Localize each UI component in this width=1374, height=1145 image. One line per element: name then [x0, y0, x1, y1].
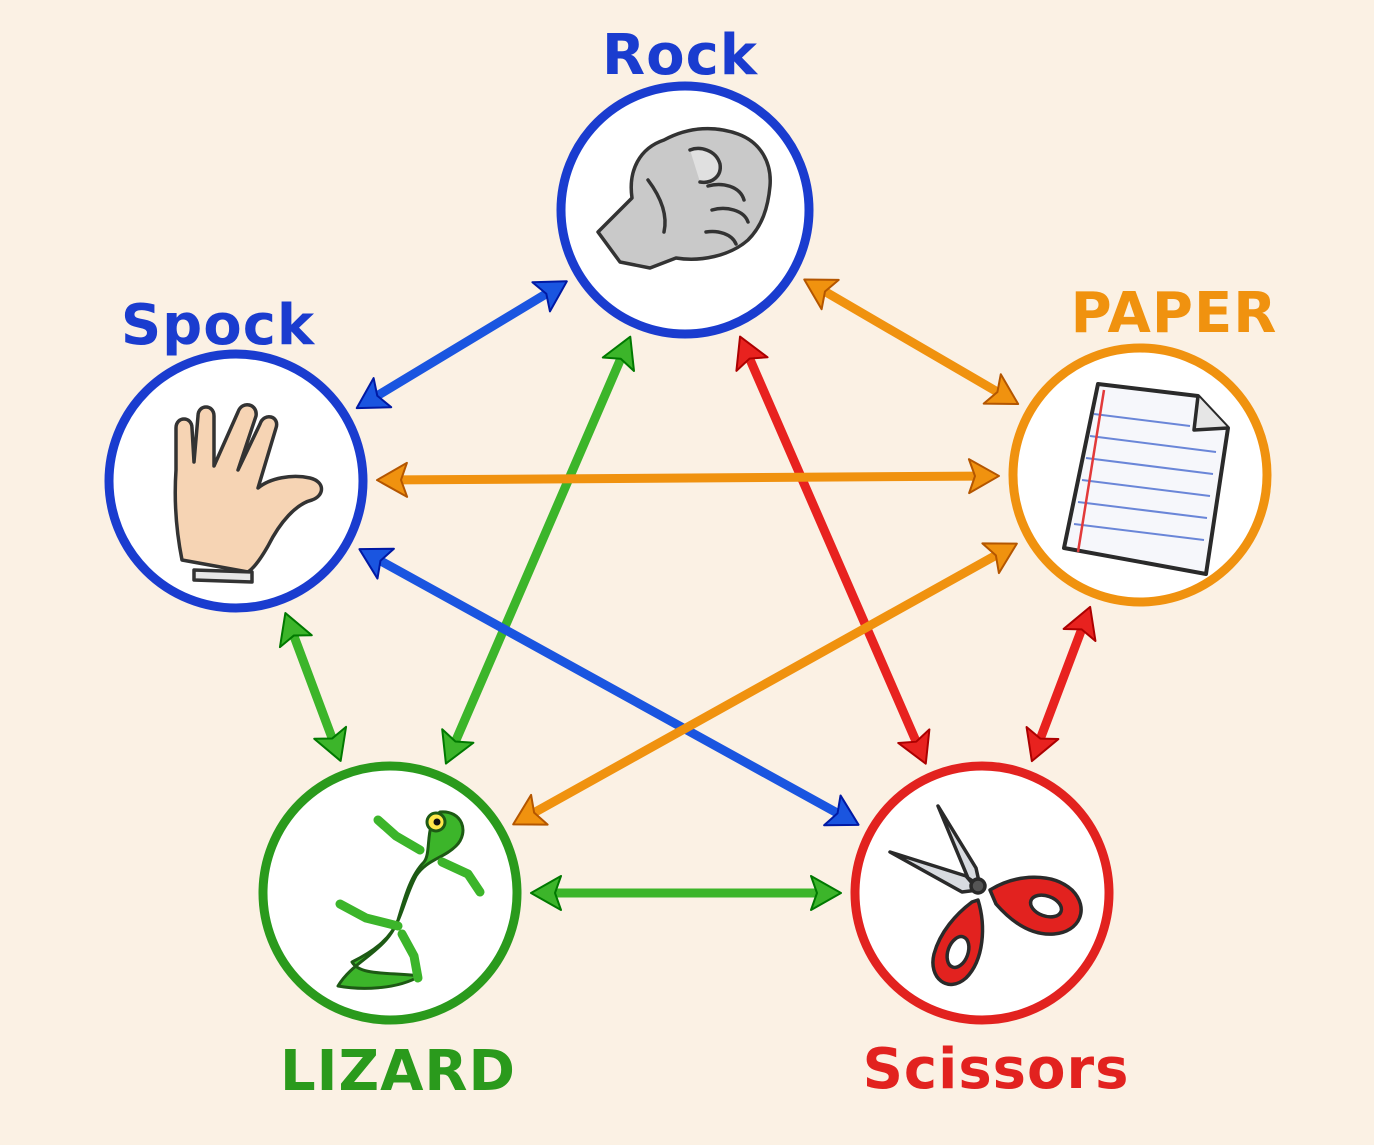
- node-rock: [556, 81, 814, 339]
- edges-layer: [278, 278, 1097, 911]
- arrow-rock-paper: [803, 278, 1020, 406]
- node-paper: [1008, 343, 1272, 607]
- node-label-rock: Rock: [602, 23, 759, 88]
- lizard-icon: [335, 810, 485, 990]
- arrow-rock-spock: [355, 280, 568, 410]
- arrow-spock-lizard: [278, 612, 348, 762]
- node-label-paper: PAPER: [1071, 281, 1278, 346]
- arrow-rock-lizard: [441, 335, 635, 765]
- vulcan-salute-icon: [173, 403, 324, 584]
- node-label-spock: Spock: [121, 293, 316, 358]
- arrow-paper-lizard: [512, 542, 1018, 826]
- fist-icon: [596, 126, 772, 270]
- paper-sheet-icon: [1062, 382, 1230, 576]
- arrow-paper-scissors: [1025, 605, 1097, 763]
- arrow-spock-scissors: [358, 547, 860, 827]
- node-label-lizard: LIZARD: [280, 1039, 516, 1104]
- arrow-lizard-scissors: [530, 875, 842, 911]
- node-label-scissors: Scissors: [863, 1037, 1130, 1102]
- node-spock: [104, 349, 368, 613]
- scissors-icon: [888, 804, 1083, 986]
- node-scissors: [850, 761, 1114, 1025]
- arrow-rock-scissors: [735, 335, 931, 765]
- arrow-spock-paper: [375, 458, 1001, 498]
- node-lizard: [258, 761, 522, 1025]
